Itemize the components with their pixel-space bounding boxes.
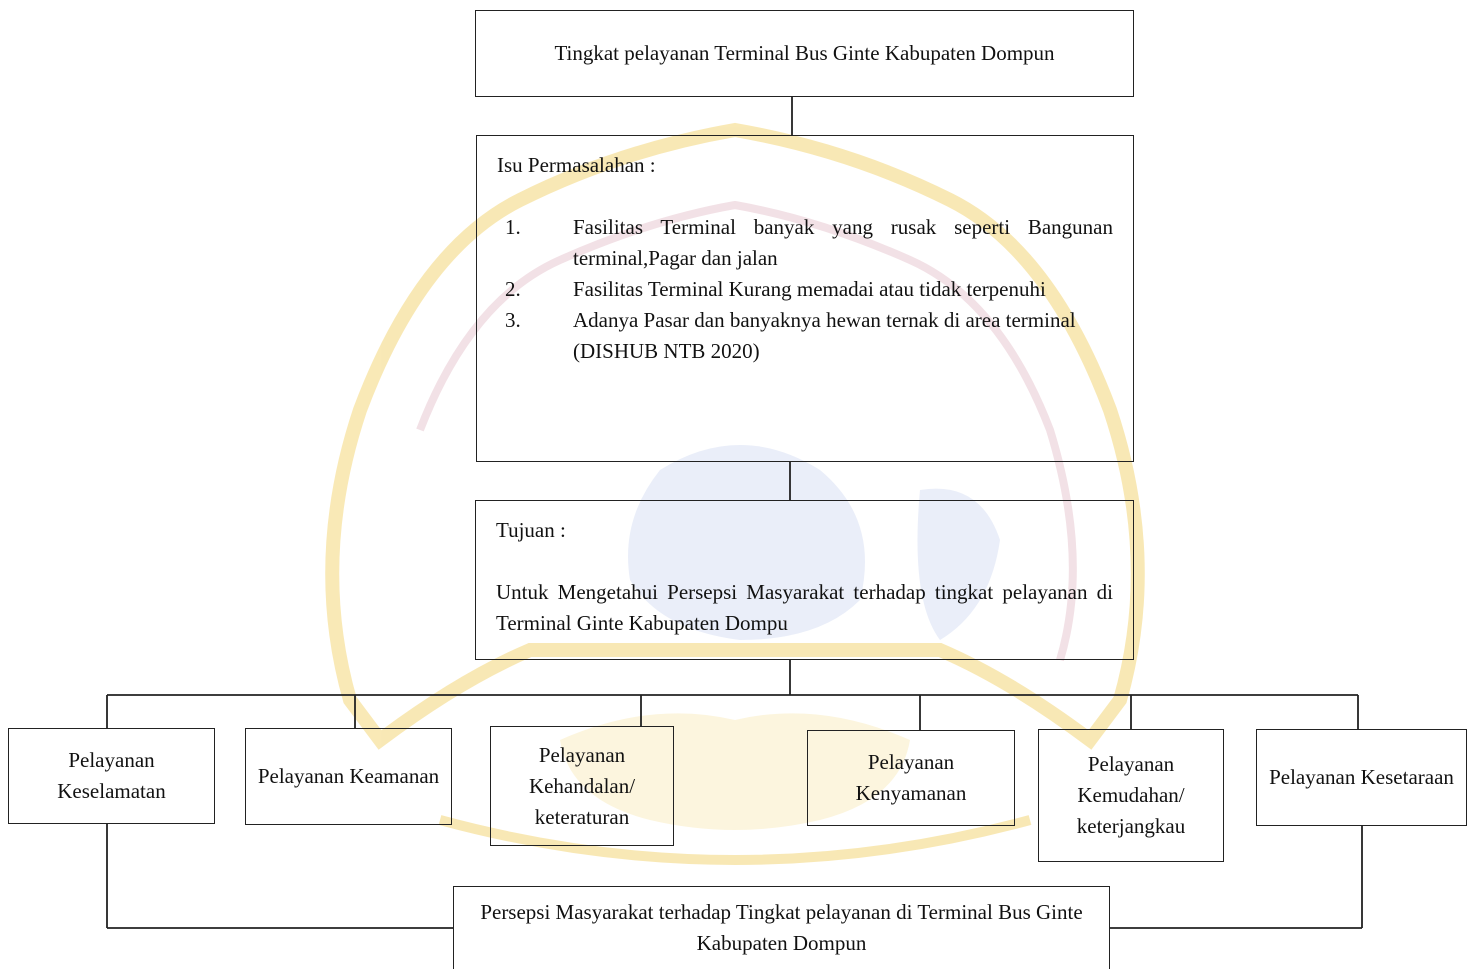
bottom-box-text: Persepsi Masyarakat terhadap Tingkat pel… [480, 900, 1083, 955]
goal-text: Untuk Mengetahui Persepsi Masyarakat ter… [496, 580, 1113, 635]
service-box-kenyamanan: Pelayanan Kenyamanan [807, 730, 1015, 826]
issue-item: 2. Fasilitas Terminal Kurang memadai ata… [497, 274, 1113, 305]
service-label: Pelayanan Keselamatan [57, 748, 166, 803]
issue-text: Fasilitas Terminal banyak yang rusak sep… [573, 215, 1113, 270]
service-box-keselamatan: Pelayanan Keselamatan [8, 728, 215, 824]
goal-box: Tujuan : Untuk Mengetahui Persepsi Masya… [475, 500, 1134, 660]
service-label: Pelayanan Kesetaraan [1269, 765, 1454, 789]
issue-item: 3. Adanya Pasar dan banyaknya hewan tern… [497, 305, 1113, 336]
service-box-keamanan: Pelayanan Keamanan [245, 728, 452, 825]
service-label: Pelayanan Keamanan [257, 764, 440, 788]
issue-number: 2. [505, 277, 521, 301]
issue-text: Fasilitas Terminal Kurang memadai atau t… [573, 277, 1046, 301]
service-label: Pelayanan Kenyamanan [855, 750, 967, 805]
top-box-text: Tingkat pelayanan Terminal Bus Ginte Kab… [554, 41, 1055, 65]
service-box-kemudahan: Pelayanan Kemudahan/ keterjangkau [1038, 729, 1224, 862]
goal-heading: Tujuan : [496, 518, 566, 542]
service-label: Pelayanan Kemudahan/ keterjangkau [1076, 752, 1186, 838]
top-box: Tingkat pelayanan Terminal Bus Ginte Kab… [475, 10, 1134, 97]
issues-box: Isu Permasalahan : 1. Fasilitas Terminal… [476, 135, 1134, 462]
service-box-kehandalan: Pelayanan Kehandalan/ keteraturan [490, 726, 674, 846]
issues-source: (DISHUB NTB 2020) [573, 339, 760, 363]
bottom-box: Persepsi Masyarakat terhadap Tingkat pel… [453, 886, 1110, 969]
issue-number: 3. [505, 308, 521, 332]
issues-list: 1. Fasilitas Terminal banyak yang rusak … [497, 212, 1113, 336]
service-label: Pelayanan Kehandalan/ keteraturan [528, 742, 636, 829]
issues-heading: Isu Permasalahan : [497, 153, 656, 177]
issue-item: 1. Fasilitas Terminal banyak yang rusak … [497, 212, 1113, 274]
service-box-kesetaraan: Pelayanan Kesetaraan [1256, 729, 1467, 826]
issue-text: Adanya Pasar dan banyaknya hewan ternak … [573, 308, 1076, 332]
issue-number: 1. [505, 215, 521, 239]
